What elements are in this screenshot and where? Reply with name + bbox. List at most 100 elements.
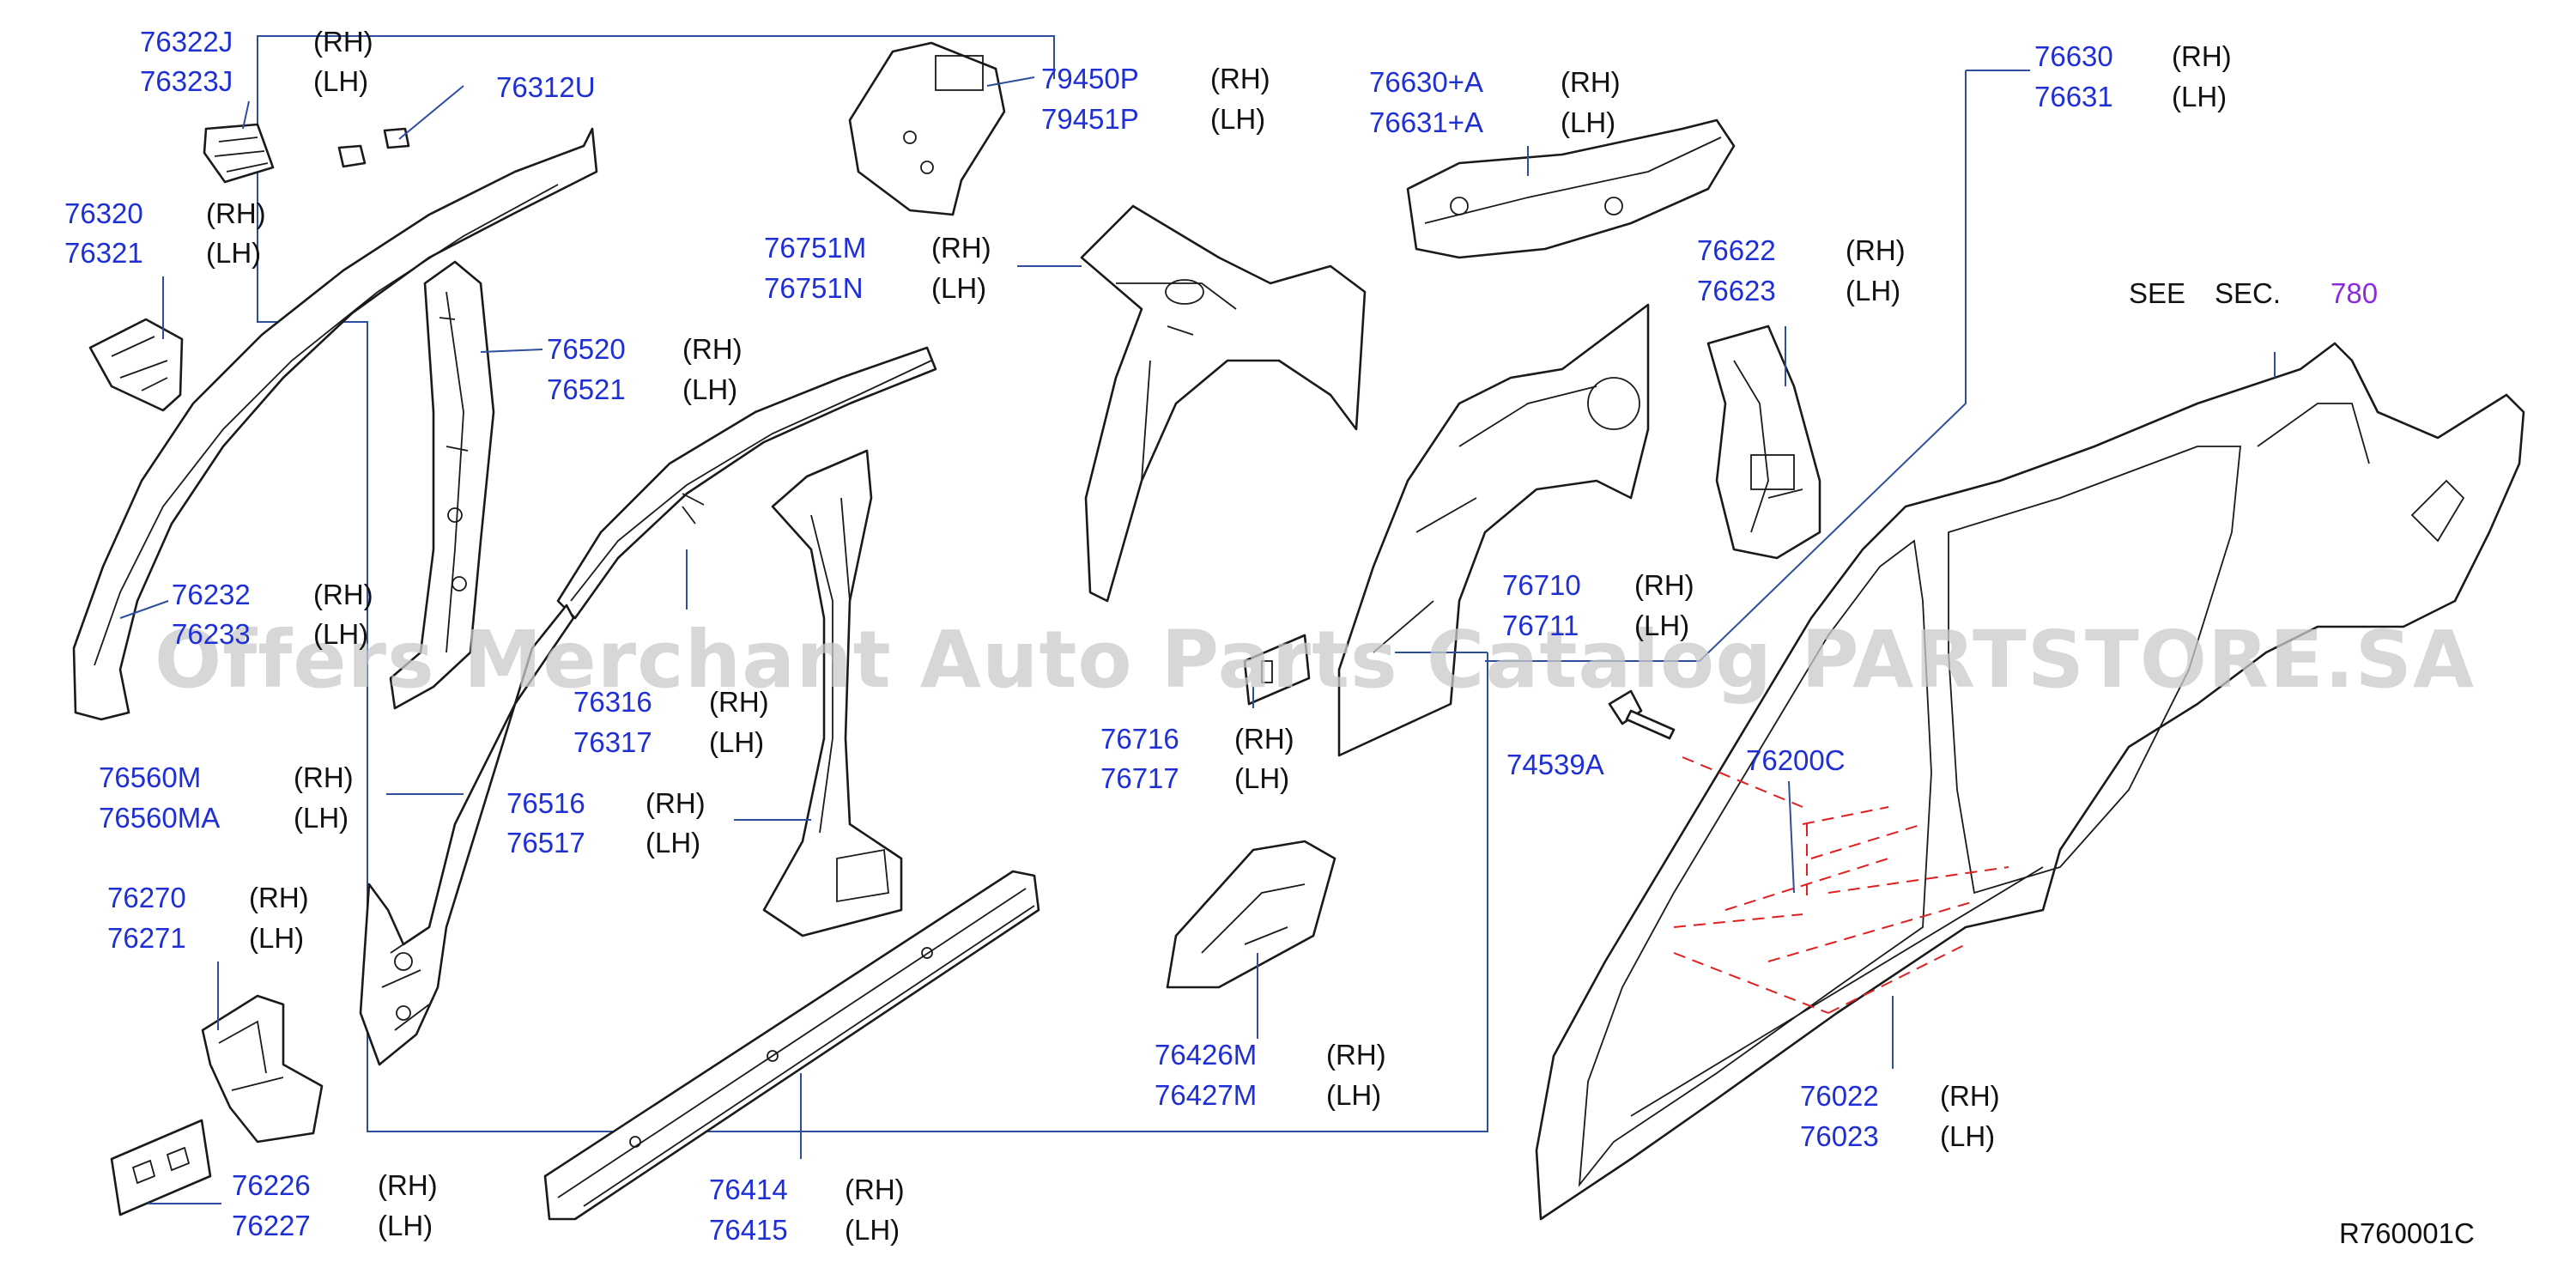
part-number-76312u[interactable]: 76312U: [496, 71, 596, 103]
side-76520: (RH): [682, 333, 742, 365]
part-number-76232[interactable]: 76232: [172, 579, 251, 610]
side-76631a: (LH): [1561, 106, 1615, 138]
side-76271: (LH): [249, 922, 304, 954]
side-76023: (LH): [1940, 1120, 1995, 1152]
part-number-76022[interactable]: 76022: [1800, 1080, 1879, 1112]
side-76317: (LH): [709, 726, 764, 758]
part-number-76622[interactable]: 76622: [1697, 234, 1776, 266]
roof-side-rail-76316[interactable]: [556, 346, 937, 620]
side-76751n: (LH): [931, 272, 986, 304]
part-number-76270[interactable]: 76270: [107, 882, 186, 913]
patch-76226[interactable]: [110, 1119, 212, 1216]
bracket-76426m[interactable]: [1166, 840, 1336, 989]
part-number-76623[interactable]: 76623: [1697, 275, 1776, 306]
part-number-76717[interactable]: 76717: [1100, 762, 1179, 794]
part-number-76322j[interactable]: 76322J: [140, 26, 233, 58]
part-number-76200c[interactable]: 76200C: [1746, 744, 1846, 776]
side-76751m: (RH): [931, 232, 991, 264]
plate-76716[interactable]: [1243, 634, 1311, 706]
part-number-76023[interactable]: 76023: [1800, 1120, 1879, 1152]
side-76716: (RH): [1234, 723, 1294, 755]
side-76631: (LH): [2172, 81, 2227, 112]
part-number-76521[interactable]: 76521: [547, 373, 626, 405]
side-76516: (RH): [646, 787, 706, 819]
leader-lines: [119, 70, 2276, 1204]
part-number-76415[interactable]: 76415: [709, 1214, 788, 1246]
part-number-76751m[interactable]: 76751M: [764, 232, 866, 264]
right-group-frame: [1485, 70, 1967, 662]
reinforcement-76630a[interactable]: [1406, 118, 1736, 259]
sill-inner-76414[interactable]: [543, 870, 1040, 1221]
bracket-76322j[interactable]: [203, 123, 275, 184]
bolt-74539a[interactable]: [1608, 689, 1676, 740]
watermark: Offers Merchant Auto Parts Catalog PARTS…: [155, 614, 2475, 706]
side-76521: (LH): [682, 373, 737, 405]
part-number-76710[interactable]: 76710: [1502, 569, 1581, 601]
center-pillar-outer-76516[interactable]: [762, 449, 903, 937]
side-76710: (RH): [1634, 569, 1694, 601]
side-76414: (RH): [845, 1174, 905, 1205]
side-76316: (RH): [709, 686, 769, 718]
body-side-outer-76022[interactable]: [1535, 342, 2525, 1221]
part-number-76716[interactable]: 76716: [1100, 723, 1179, 755]
part-number-76517[interactable]: 76517: [506, 827, 585, 858]
dashed-position-lines: [1673, 756, 2009, 1014]
side-76427m: (LH): [1326, 1079, 1381, 1111]
part-drawings: [72, 41, 2525, 1221]
side-76323j: (LH): [313, 65, 368, 97]
side-76630: (RH): [2172, 40, 2232, 72]
part-number-76316[interactable]: 76316: [573, 686, 652, 718]
see-section-reference: SEE SEC. 780: [2129, 277, 2378, 309]
part-number-79450p[interactable]: 79450P: [1041, 63, 1139, 94]
part-number-76233[interactable]: 76233: [172, 618, 251, 650]
part-number-74539a[interactable]: 74539A: [1506, 749, 1604, 780]
part-number-76323j[interactable]: 76323J: [140, 65, 233, 97]
see-label: SEE: [2129, 277, 2185, 309]
a-pillar-roof-rail-76232[interactable]: [72, 127, 598, 721]
side-76560ma: (LH): [294, 802, 349, 834]
part-number-76317[interactable]: 76317: [573, 726, 652, 758]
part-number-76631[interactable]: 76631: [2034, 81, 2113, 112]
side-76022: (RH): [1940, 1080, 2000, 1112]
extension-76622[interactable]: [1706, 325, 1821, 560]
part-number-76631a[interactable]: 76631+A: [1369, 106, 1483, 138]
side-76717: (LH): [1234, 762, 1289, 794]
part-number-76751n[interactable]: 76751N: [764, 272, 864, 304]
section-780-link[interactable]: 780: [2331, 277, 2378, 309]
part-number-76414[interactable]: 76414: [709, 1174, 788, 1205]
front-pillar-lower-76560m[interactable]: [359, 604, 575, 1066]
part-number-76426m[interactable]: 76426M: [1155, 1039, 1257, 1071]
part-number-76427m[interactable]: 76427M: [1155, 1079, 1257, 1111]
b-pillar-inner-76520[interactable]: [389, 260, 495, 710]
part-number-76227[interactable]: 76227: [232, 1210, 311, 1241]
side-76560m: (RH): [294, 761, 354, 793]
part-number-79451p[interactable]: 79451P: [1041, 103, 1139, 135]
side-76711: (LH): [1634, 610, 1689, 641]
part-number-76271[interactable]: 76271: [107, 922, 186, 954]
side-76227: (LH): [378, 1210, 433, 1241]
part-number-76320[interactable]: 76320: [64, 197, 143, 229]
bracket-76320[interactable]: [88, 318, 184, 412]
part-number-76516[interactable]: 76516: [506, 787, 585, 819]
part-number-76226[interactable]: 76226: [232, 1169, 311, 1201]
part-number-76630[interactable]: 76630: [2034, 40, 2113, 72]
side-76322j: (RH): [313, 26, 373, 58]
clip-76312u[interactable]: [337, 127, 410, 168]
side-76320: (RH): [206, 197, 266, 229]
callout-labels: 76322J (RH) 76323J (LH) 76312U 76320 (RH…: [64, 26, 2232, 1246]
wheelhouse-inner-76751m[interactable]: [1080, 204, 1367, 603]
diagram-code: R760001C: [2339, 1217, 2475, 1249]
side-76517: (LH): [646, 827, 700, 858]
bracket-79450p[interactable]: [848, 41, 1006, 216]
part-number-76520[interactable]: 76520: [547, 333, 626, 365]
part-number-76630a[interactable]: 76630+A: [1369, 66, 1483, 98]
part-number-76321[interactable]: 76321: [64, 237, 143, 269]
side-76233: (LH): [313, 618, 368, 650]
part-number-76711[interactable]: 76711: [1502, 610, 1579, 641]
bracket-76270[interactable]: [201, 994, 324, 1144]
side-76630a: (RH): [1561, 66, 1621, 98]
wheelhouse-outer-76710[interactable]: [1337, 303, 1650, 757]
part-number-76560ma[interactable]: 76560MA: [99, 802, 220, 834]
part-number-76560m[interactable]: 76560M: [99, 761, 201, 793]
